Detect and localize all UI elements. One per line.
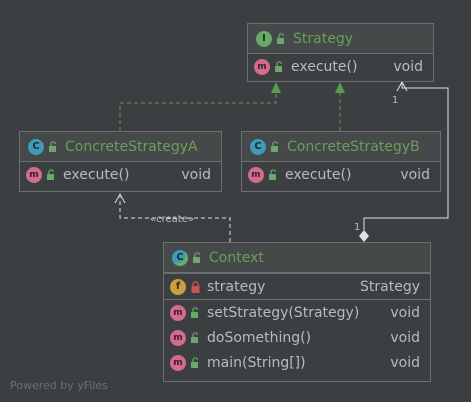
member-name: strategy	[207, 278, 266, 295]
class-icon: C	[28, 138, 44, 155]
context-class-node[interactable]: C Context f strategy Strategy m setStrat…	[163, 242, 431, 382]
realization-edge-a	[119, 82, 281, 131]
member-name: setStrategy(Strategy)	[207, 304, 360, 321]
concrete-b-member-row[interactable]: m execute() void	[242, 162, 440, 187]
aggregation-arrowhead	[396, 80, 408, 92]
member-name: execute()	[291, 58, 358, 75]
create-arrowhead	[114, 192, 126, 204]
concrete-b-title: ConcreteStrategyB	[287, 138, 420, 155]
context-methods: m setStrategy(Strategy) void m doSomethi…	[164, 299, 430, 375]
runnable-class-icon: C	[172, 249, 188, 266]
concrete-a-header: C ConcreteStrategyA	[20, 132, 221, 162]
context-method-row[interactable]: m doSomething() void	[164, 325, 430, 350]
unlock-icon	[271, 141, 278, 152]
method-icon: m	[248, 166, 264, 183]
member-type: void	[393, 58, 423, 75]
multiplicity-context: 1	[354, 222, 360, 233]
context-fields: f strategy Strategy	[164, 273, 430, 299]
context-method-row[interactable]: m setStrategy(Strategy) void	[164, 300, 430, 325]
method-icon: m	[170, 304, 186, 321]
static-method-icon: m	[170, 354, 186, 371]
create-label: «create»	[150, 214, 194, 225]
member-type: void	[390, 304, 420, 321]
context-header: C Context	[164, 243, 430, 273]
multiplicity-strategy: 1	[392, 95, 398, 106]
unlock-icon	[193, 252, 200, 263]
member-name: execute()	[285, 166, 352, 183]
unlock-icon	[269, 169, 276, 180]
strategy-title: Strategy	[293, 30, 353, 47]
context-method-row[interactable]: m main(String[]) void	[164, 350, 430, 375]
lock-icon	[191, 280, 200, 293]
interface-icon: I	[256, 30, 272, 47]
member-name: main(String[])	[207, 354, 306, 371]
method-icon: m	[26, 166, 42, 183]
member-type: Strategy	[360, 278, 420, 295]
method-icon: m	[254, 58, 270, 75]
method-icon: m	[170, 329, 186, 346]
member-name: execute()	[63, 166, 130, 183]
aggregation-edge: 1 1	[354, 80, 449, 242]
realization-arrowhead-a	[271, 82, 281, 93]
member-type: void	[181, 166, 211, 183]
concrete-a-title: ConcreteStrategyA	[65, 138, 198, 155]
concrete-strategy-b-node[interactable]: C ConcreteStrategyB m execute() void	[241, 131, 441, 192]
field-icon: f	[170, 278, 186, 295]
unlock-icon	[47, 169, 54, 180]
unlock-icon	[277, 33, 284, 44]
unlock-icon	[191, 357, 198, 368]
concrete-strategy-a-node[interactable]: C ConcreteStrategyA m execute() void	[19, 131, 222, 192]
context-field-row[interactable]: f strategy Strategy	[164, 274, 430, 299]
strategy-member-row[interactable]: m execute() void	[248, 54, 433, 79]
unlock-icon	[49, 141, 56, 152]
member-type: void	[400, 166, 430, 183]
member-name: doSomething()	[207, 329, 312, 346]
unlock-icon	[191, 307, 198, 318]
strategy-interface-node[interactable]: I Strategy m execute() void	[247, 23, 434, 82]
realization-edge-b	[335, 82, 345, 131]
concrete-a-member-row[interactable]: m execute() void	[20, 162, 221, 187]
strategy-header: I Strategy	[248, 24, 433, 54]
member-type: void	[390, 354, 420, 371]
create-dependency-edge: «create»	[114, 192, 231, 242]
context-title: Context	[209, 249, 264, 266]
watermark: Powered by yFiles	[10, 379, 108, 392]
class-icon: C	[250, 138, 266, 155]
member-type: void	[390, 329, 420, 346]
unlock-icon	[275, 61, 282, 72]
aggregation-diamond	[359, 230, 369, 242]
concrete-b-header: C ConcreteStrategyB	[242, 132, 440, 162]
unlock-icon	[191, 332, 198, 343]
realization-arrowhead-b	[335, 82, 345, 93]
